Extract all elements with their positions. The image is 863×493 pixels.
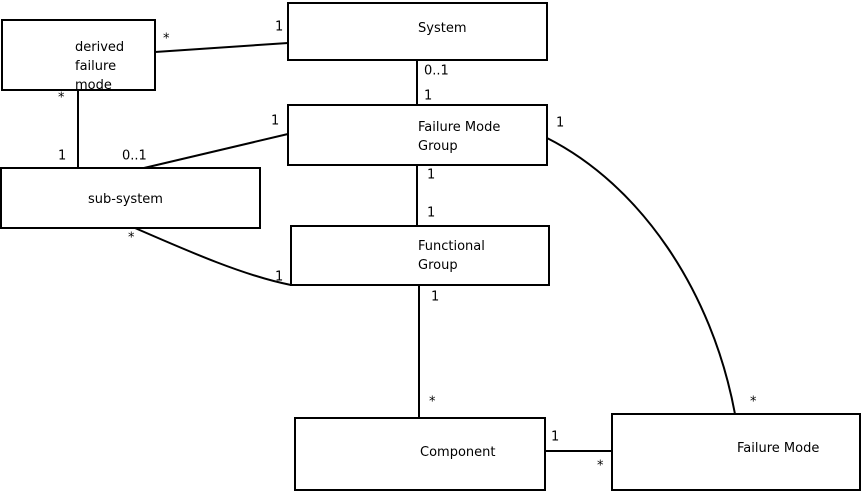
class-name-label-component: Component xyxy=(420,445,495,460)
class-name-line: Group xyxy=(418,139,458,154)
class-name-line: Failure Mode xyxy=(418,120,500,135)
multiplicity-label: * xyxy=(429,395,436,410)
class-box-rect-sub-system xyxy=(0,167,261,229)
class-box-rect-system xyxy=(287,2,548,61)
multiplicity-label: 1 xyxy=(556,116,564,131)
multiplicity-label: 1 xyxy=(551,430,559,445)
association-links-layer xyxy=(77,42,736,452)
multiplicity-label: * xyxy=(597,459,604,474)
multiplicity-label: 1 xyxy=(431,290,439,305)
multiplicity-label: 1 xyxy=(275,270,283,285)
association-line-sub-system--failure-mode-group xyxy=(143,133,289,169)
association-line-sub-system--functional-group xyxy=(134,227,292,286)
multiplicity-label: * xyxy=(128,231,135,246)
multiplicity-label: 1 xyxy=(424,89,432,104)
association-line-failure-mode-group--failure-mode xyxy=(546,137,736,415)
multiplicity-label: 1 xyxy=(427,168,435,183)
class-box-system[interactable]: System xyxy=(287,2,548,61)
class-box-rect-failure-mode-group xyxy=(287,104,548,166)
multiplicity-label: 1 xyxy=(271,114,279,129)
class-name-line: derived xyxy=(75,40,124,55)
class-box-rect-component xyxy=(294,417,546,491)
multiplicity-labels-layer: * 1 * 1 0..1 1 0..1 1 1 1 * 1 1 * 1 * 1 * xyxy=(58,20,757,474)
class-name-line: Group xyxy=(418,258,458,273)
class-box-failure-mode[interactable]: Failure Mode xyxy=(611,413,861,491)
multiplicity-label: 0..1 xyxy=(424,64,449,79)
multiplicity-label: 1 xyxy=(275,20,283,35)
class-name-line: System xyxy=(418,21,466,36)
multiplicity-label: * xyxy=(163,32,170,47)
class-name-line: Component xyxy=(420,445,495,460)
class-box-rect-functional-group xyxy=(290,225,550,286)
class-box-rect-failure-mode xyxy=(611,413,861,491)
class-name-line: Functional xyxy=(418,239,485,254)
class-name-line: Failure Mode xyxy=(737,441,819,456)
class-name-label-derived-failure-mode: derived failure mode xyxy=(75,40,124,93)
multiplicity-label: * xyxy=(750,395,757,410)
class-name-label-sub-system: sub-system xyxy=(88,192,163,207)
multiplicity-label: 1 xyxy=(58,149,66,164)
class-name-label-failure-mode: Failure Mode xyxy=(737,441,819,456)
class-name-label-system: System xyxy=(418,21,466,36)
multiplicity-label: 0..1 xyxy=(122,149,147,164)
multiplicity-label: 1 xyxy=(427,206,435,221)
multiplicity-label: * xyxy=(58,91,65,106)
class-name-line: mode xyxy=(75,78,112,93)
class-box-component[interactable]: Component xyxy=(294,417,546,491)
class-box-derived-failure-mode[interactable]: derived failure mode xyxy=(1,19,156,93)
class-box-sub-system[interactable]: sub-system xyxy=(0,167,261,229)
class-name-line: failure xyxy=(75,59,116,74)
class-name-line: sub-system xyxy=(88,192,163,207)
association-line-derived-failure-mode--system xyxy=(154,42,289,53)
class-box-rect-derived-failure-mode xyxy=(1,19,156,91)
